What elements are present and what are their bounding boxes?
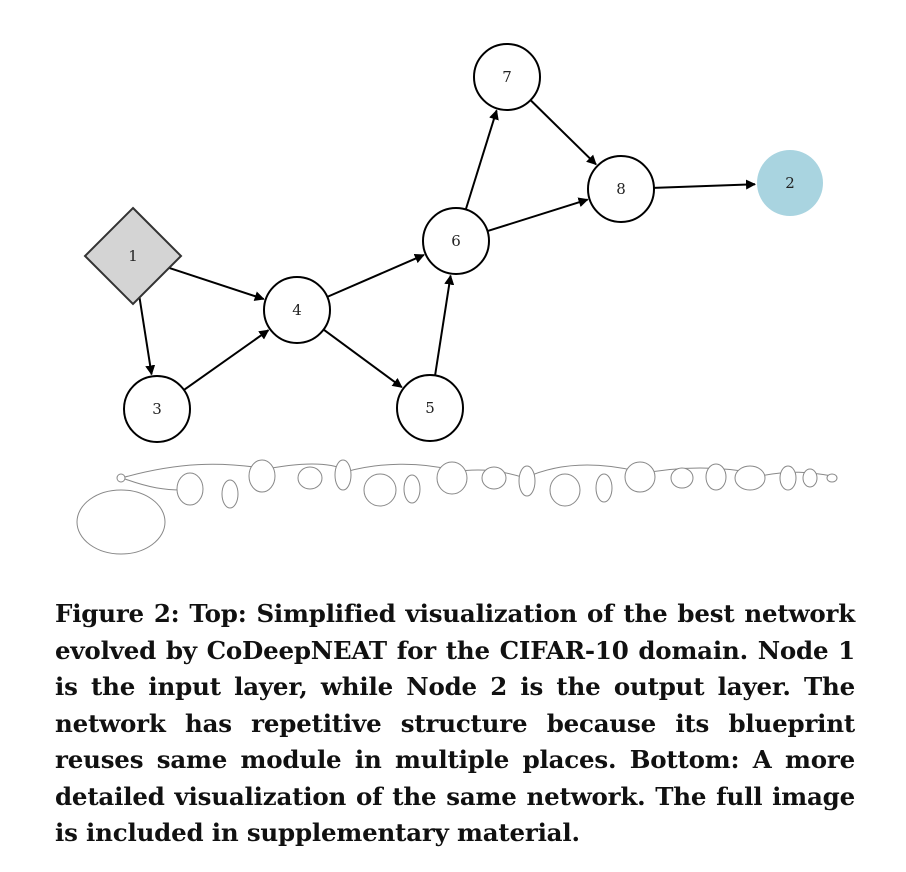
detail-node: [826, 473, 838, 483]
network-diagram: 1 3 4 5 6 7 8 2: [76, 43, 838, 555]
node-7-shape: [473, 43, 541, 111]
detail-node: [403, 474, 421, 504]
node-8-label: 8: [616, 180, 626, 198]
node-6-shape: [422, 207, 490, 275]
detail-node: [624, 461, 656, 493]
edge-4-to-6: [326, 253, 425, 298]
node-3-shape: [123, 375, 191, 443]
node-5: 5: [396, 374, 464, 442]
node-4: 4: [263, 276, 331, 344]
node-4-shape: [263, 276, 331, 344]
detail-node: [436, 461, 468, 495]
node-7-label: 7: [502, 68, 512, 86]
detail-node: [248, 459, 276, 493]
detail-node: [221, 479, 239, 509]
node-1-shape: [83, 206, 183, 306]
edge-1-to-3: [137, 289, 156, 376]
detail-node: [176, 472, 204, 506]
detail-node: [518, 465, 536, 497]
detail-node: [705, 463, 727, 491]
node-5-label: 5: [425, 399, 435, 417]
node-6-label: 6: [451, 232, 461, 250]
node-1: 1: [83, 206, 183, 306]
edge-4-to-5: [322, 328, 403, 389]
node-8: 8: [587, 155, 655, 223]
detail-node: [549, 473, 581, 507]
detail-edge: [124, 478, 183, 491]
node-3: 3: [123, 375, 191, 443]
node-2-shape: [757, 150, 823, 216]
detail-node: [734, 465, 766, 491]
detail-node: [670, 467, 694, 489]
detail-node: [481, 466, 507, 490]
detail-node: [297, 466, 323, 490]
edge-8-to-2: [653, 179, 757, 190]
edge-5-to-6: [434, 274, 455, 376]
detail-node: [802, 468, 818, 488]
node-6: 6: [422, 207, 490, 275]
node-2-label: 2: [785, 174, 795, 192]
node-2: 2: [757, 150, 823, 216]
node-8-shape: [587, 155, 655, 223]
detail-node: [595, 473, 613, 503]
edge-1-to-4: [165, 265, 265, 301]
node-1-label: 1: [128, 247, 138, 265]
detail-node: [76, 489, 166, 555]
node-3-label: 3: [152, 400, 162, 418]
nodes-layer: 1 3 4 5 6 7 8 2: [83, 43, 823, 443]
detail-edge: [344, 463, 453, 473]
node-7: 7: [473, 43, 541, 111]
detailed-network-visualization: [76, 459, 838, 555]
detail-edge: [124, 463, 263, 478]
edge-6-to-7: [464, 109, 499, 210]
figure-caption: Figure 2: Top: Simplified visualization …: [55, 599, 855, 847]
edges-layer: [137, 99, 757, 391]
edge-7-to-8: [529, 99, 597, 166]
node-4-label: 4: [292, 301, 302, 319]
edge-3-to-4: [183, 329, 270, 391]
edge-6-to-8: [487, 197, 589, 233]
detail-edge: [524, 464, 641, 479]
detail-node: [779, 465, 797, 491]
detail-node: [116, 473, 126, 483]
detail-node: [363, 473, 397, 507]
node-5-shape: [396, 374, 464, 442]
detail-node: [334, 459, 352, 491]
